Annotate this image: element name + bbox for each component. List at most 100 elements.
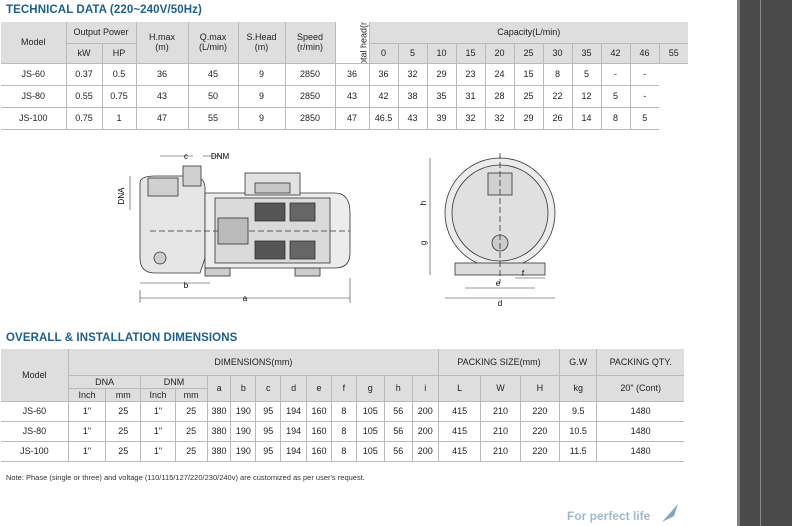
cell-shead: 9 [238,85,286,108]
cell-dna-mm: 25 [105,401,142,422]
cell-dim: 160 [306,401,332,422]
header-pack-w: W [480,375,521,402]
cell-dnm-mm: 25 [175,421,208,442]
cell-pack: 415 [438,441,482,462]
cell-dim: 105 [356,441,385,462]
cell-gw: 11.5 [559,441,598,462]
cell-dim: 200 [412,401,439,422]
cell-hp: 1 [102,107,137,130]
header-capacity-1: 5 [398,43,428,64]
header-dimensions: DIMENSIONS(mm) [68,349,439,376]
cell-capacity: 46.5 [369,107,399,130]
cell-dim: 56 [384,401,413,422]
header-pack-l: L [438,375,482,402]
cell-capacity: 5 [572,63,602,86]
cell-capacity: 8 [601,107,631,130]
cell-dna-inch: 1" [68,441,107,462]
header-hp: HP [102,43,137,64]
cell-capacity: 43 [335,85,370,108]
overall-dimensions-table: Model DIMENSIONS(mm) PACKING SIZE(mm) G.… [1,349,684,462]
header-capacity-7: 35 [572,43,602,64]
cell-dim: 194 [280,441,308,462]
right-side-bar [737,0,792,526]
cell-model: JS-100 [1,107,67,130]
header-speed: Speed(r/min) [285,22,336,64]
cell-capacity: 5 [601,85,631,108]
cell-gw: 9.5 [559,401,598,422]
cell-model: JS-60 [1,401,69,422]
cell-capacity: 15 [514,63,544,86]
cell-speed: 2850 [285,107,336,130]
header-cont: 20" (Cont) [596,375,684,402]
cell-pack: 210 [480,401,521,422]
cell-dnm-mm: 25 [175,441,208,462]
cell-capacity: 29 [427,63,457,86]
cell-qty: 1480 [596,401,684,422]
header-pack-h: H [520,375,561,402]
brand-swoosh-icon [662,504,678,522]
header-capacity-10: 55 [659,43,689,64]
cell-pack: 220 [520,401,561,422]
cell-hp: 0.75 [102,85,137,108]
cell-pack: 415 [438,401,482,422]
header-kw: kW [66,43,103,64]
header-dim-f: f [331,375,357,402]
cell-shead: 9 [238,107,286,130]
cell-dim: 380 [207,441,232,462]
header-packing-size: PACKING SIZE(mm) [438,349,561,376]
cell-dna-mm: 25 [105,441,142,462]
dim-label-f: f [522,269,525,278]
cell-capacity: 42 [369,85,399,108]
cell-dim: 194 [280,421,308,442]
cell-gw: 10.5 [559,421,598,442]
dim-label-dnm: DNM [211,152,230,161]
header-dna-inch: Inch [68,388,107,402]
cell-qty: 1480 [596,421,684,442]
dim-label-b: b [184,281,189,290]
cell-qty: 1480 [596,441,684,462]
pump-dimension-drawing: c DNM DNA b a h g f e d [117,152,556,308]
header-gw: G.W [559,349,598,376]
cell-capacity: 22 [543,85,573,108]
cell-model: JS-100 [1,441,69,462]
dim-label-dna: DNA [117,187,126,205]
header-kg: kg [559,375,598,402]
cell-dim: 95 [255,401,282,422]
cell-pack: 220 [520,421,561,442]
cell-dim: 95 [255,421,282,442]
cell-kw: 0.75 [66,107,103,130]
header-model: Model [1,22,67,64]
dim-label-g: g [419,241,428,245]
cell-pack: 415 [438,421,482,442]
header-capacity-2: 10 [427,43,457,64]
cell-capacity: 25 [514,85,544,108]
cell-capacity: 14 [572,107,602,130]
cell-capacity: 43 [398,107,428,130]
header-dnm: DNM [140,375,208,389]
cell-capacity: 29 [514,107,544,130]
header-capacity-6: 30 [543,43,573,64]
cell-hmax: 47 [136,107,189,130]
header-capacity-9: 46 [630,43,660,64]
header-capacity-5: 25 [514,43,544,64]
header-capacity-3: 15 [456,43,486,64]
cell-capacity: 24 [485,63,515,86]
dim-label-d: d [498,299,502,308]
header-capacity: Capacity(L/min) [369,22,689,44]
cell-dim: 8 [331,401,357,422]
front-view-pump [444,153,556,283]
dim-label-a: a [243,294,248,303]
header-dna-mm: mm [105,388,142,402]
header-dim-d: d [280,375,308,402]
cell-capacity: - [601,63,631,86]
cell-dim: 160 [306,421,332,442]
cell-dim: 190 [230,441,257,462]
cell-kw: 0.37 [66,63,103,86]
dim-label-c: c [184,152,188,161]
technical-data-table: Model Output Power H.max(m) Q.max(L/min)… [1,22,689,130]
cell-capacity: 23 [456,63,486,86]
